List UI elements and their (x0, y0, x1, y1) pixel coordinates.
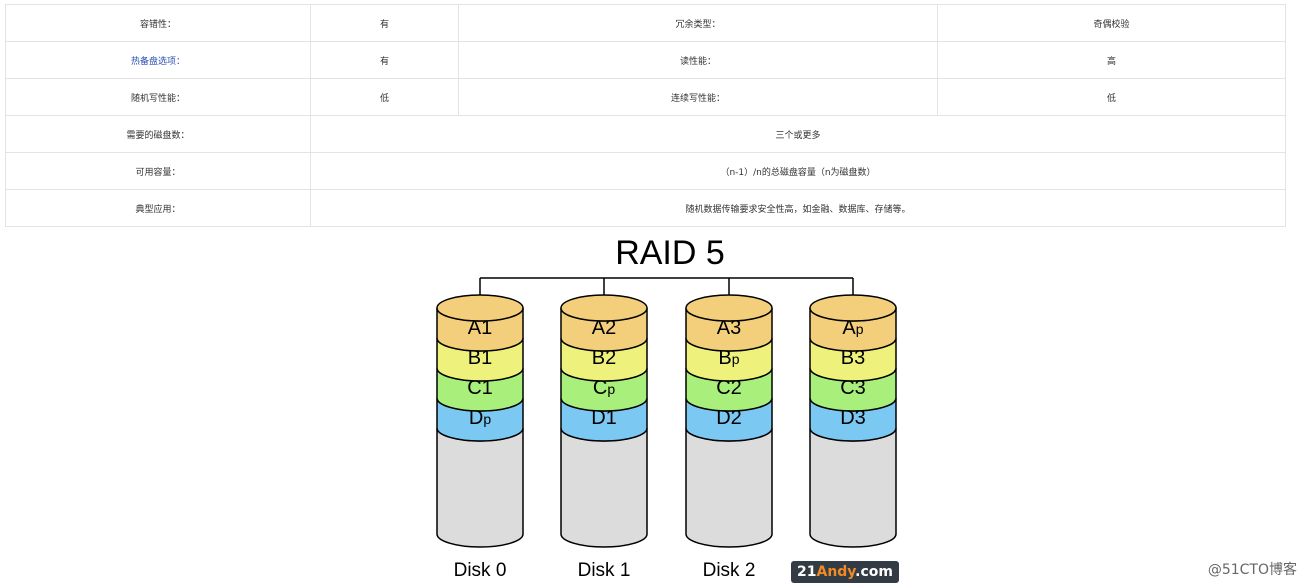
raid5-spec-table: 容错性： 有 冗余类型： 奇偶校验 热备盘选项： 有 读性能： 高 随机写性能：… (5, 4, 1286, 227)
table-cell: 低 (937, 78, 1286, 116)
block-label: Dp (469, 407, 491, 429)
block-label: D2 (716, 407, 742, 429)
table-cell: 有 (310, 41, 459, 79)
empty-space (436, 427, 524, 548)
table-row: 需要的磁盘数： 三个或更多 (5, 115, 1286, 153)
table-cell: 奇偶校验 (937, 4, 1286, 42)
cylinder-top (809, 294, 897, 322)
table-cell: （n-1）/n的总磁盘容量（n为磁盘数） (310, 152, 1286, 190)
block-label: Bp (718, 347, 739, 369)
watermark-prefix: 21 (797, 564, 817, 580)
block-label: Cp (593, 377, 615, 399)
table-cell: 可用容量： (5, 152, 311, 190)
table-cell: 需要的磁盘数： (5, 115, 311, 153)
disk-label: Disk 1 (578, 560, 631, 581)
table-cell: 高 (937, 41, 1286, 79)
block-label: B3 (841, 347, 865, 369)
disk-label: Disk 2 (703, 560, 756, 581)
block-label: C3 (840, 377, 866, 399)
block-label: A2 (592, 317, 616, 339)
block-label: C1 (467, 377, 493, 399)
table-cell: 典型应用： (5, 189, 311, 227)
table-cell: 三个或更多 (310, 115, 1286, 153)
table-row: 热备盘选项： 有 读性能： 高 (5, 41, 1286, 79)
block-label: A3 (717, 317, 741, 339)
table-row: 随机写性能： 低 连续写性能： 低 (5, 78, 1286, 116)
block-label: D3 (840, 407, 866, 429)
table-cell: 随机写性能： (5, 78, 311, 116)
block-label: C2 (716, 377, 742, 399)
block-label: D1 (591, 407, 617, 429)
source-credit: @51CTO博客 (1207, 562, 1297, 578)
watermark-highlight: Andy (816, 564, 856, 580)
table-row: 容错性： 有 冗余类型： 奇偶校验 (5, 4, 1286, 42)
cylinder-top (685, 294, 773, 322)
empty-space (809, 427, 897, 548)
block-label: Ap (842, 317, 863, 339)
table-row: 典型应用： 随机数据传输要求安全性高，如金融、数据库、存储等。 (5, 189, 1286, 227)
cylinder-top (560, 294, 648, 322)
disk-label: Disk 0 (454, 560, 507, 581)
table-row: 可用容量： （n-1）/n的总磁盘容量（n为磁盘数） (5, 152, 1286, 190)
controller-connector-lines (479, 277, 854, 308)
table-cell: 连续写性能： (458, 78, 938, 116)
watermark-suffix: .com (855, 564, 893, 580)
table-cell: 随机数据传输要求安全性高，如金融、数据库、存储等。 (310, 189, 1286, 227)
block-label: A1 (468, 317, 492, 339)
table-cell: 低 (310, 78, 459, 116)
table-cell: 读性能： (458, 41, 938, 79)
table-cell: 有 (310, 4, 459, 42)
block-label: B1 (468, 347, 492, 369)
block-label: B2 (592, 347, 616, 369)
empty-space (685, 427, 773, 548)
watermark-badge: 21Andy.com (791, 561, 899, 583)
disk-cylinder: D3C3B3ApDisk 3 (809, 294, 897, 581)
diagram-title: RAID 5 (615, 234, 725, 272)
empty-space (560, 427, 648, 548)
table-cell: 容错性： (5, 4, 311, 42)
hot-spare-link[interactable]: 热备盘选项： (5, 41, 311, 79)
cylinder-top (436, 294, 524, 322)
table-cell: 冗余类型： (458, 4, 938, 42)
